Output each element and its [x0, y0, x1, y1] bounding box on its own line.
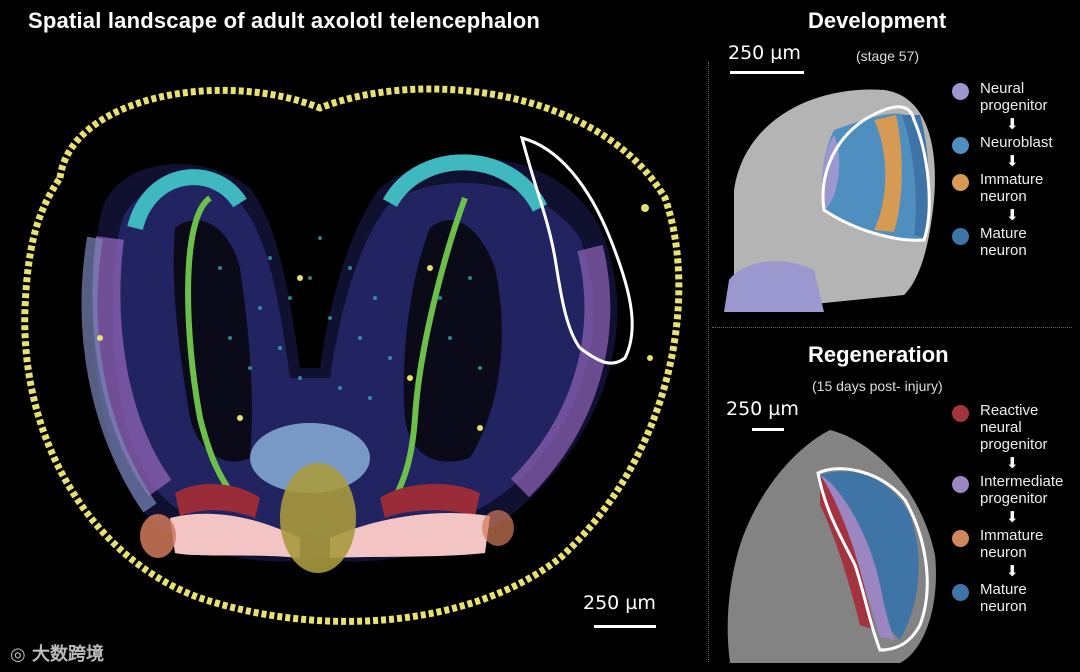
figure-title: Spatial landscape of adult axolotl telen…	[28, 8, 541, 33]
legend-item: Mature neuron	[948, 581, 1058, 615]
regeneration-inset-image	[727, 430, 936, 663]
legend-item: Intermediate progenitor	[948, 473, 1064, 507]
legend-label: progenitor	[980, 97, 1048, 114]
legend-swatch	[952, 137, 969, 154]
legend-label: Neuroblast	[980, 134, 1053, 151]
legend-item: Neuroblast	[948, 134, 1058, 154]
legend-label: neuron	[980, 598, 1027, 615]
arrow-down-icon: ⬇	[1006, 207, 1019, 224]
legend-label: neuron	[980, 544, 1027, 561]
legend-label: Immature	[980, 527, 1044, 544]
legend-label: Reactive	[980, 402, 1039, 419]
development-inset-image	[724, 89, 935, 312]
legend-item: Reactive neural progenitor	[948, 402, 1058, 453]
watermark-text: 大数跨境	[32, 644, 104, 665]
arrow-down-icon: ⬇	[1006, 563, 1019, 580]
arrow-down-icon: ⬇	[1006, 455, 1019, 472]
legend-label: progenitor	[980, 490, 1048, 507]
development-title: Development	[808, 8, 947, 33]
legend-item: Neural progenitor	[948, 80, 1058, 114]
legend-swatch	[952, 83, 969, 100]
arrow-down-icon: ⬇	[1006, 153, 1019, 170]
legend-label: Immature	[980, 171, 1044, 188]
arrow-down-icon: ⬇	[1006, 509, 1019, 526]
legend-item: Immature neuron	[948, 527, 1058, 561]
legend-label: Mature	[980, 225, 1027, 242]
legend-label: Intermediate	[980, 473, 1064, 490]
panel-divider-horizontal	[712, 327, 1072, 328]
development-legend: Neural progenitor ⬇ Neuroblast ⬇ Immatur…	[948, 80, 1058, 259]
legend-label: Neural	[980, 80, 1025, 97]
watermark-logo-icon: ◎	[10, 644, 26, 665]
development-scalebar-line	[730, 71, 804, 74]
legend-label: neural	[980, 419, 1022, 436]
regeneration-title: Regeneration	[808, 342, 949, 367]
legend-swatch	[952, 174, 969, 191]
legend-swatch	[952, 584, 969, 601]
telencephalon-section-image	[21, 85, 683, 625]
legend-swatch	[952, 530, 969, 547]
legend-label: Mature	[980, 581, 1027, 598]
legend-swatch	[952, 476, 969, 493]
legend-label: neuron	[980, 188, 1027, 205]
arrow-down-icon: ⬇	[1006, 116, 1019, 133]
development-scalebar-label: 250 µm	[728, 42, 801, 64]
regeneration-scalebar-label: 250 µm	[726, 398, 799, 420]
main-scalebar-line	[594, 625, 656, 628]
watermark: ◎ 大数跨境	[10, 640, 104, 666]
legend-item: Immature neuron	[948, 171, 1058, 205]
regeneration-scalebar-line	[752, 428, 784, 431]
legend-label: progenitor	[980, 436, 1048, 453]
legend-item: Mature neuron	[948, 225, 1058, 259]
legend-swatch	[952, 228, 969, 245]
legend-label: neuron	[980, 242, 1027, 259]
main-scalebar-label: 250 µm	[583, 592, 656, 614]
regeneration-legend: Reactive neural progenitor ⬇ Intermediat…	[948, 402, 1064, 615]
development-subtitle: (stage 57)	[856, 48, 920, 64]
panel-divider-vertical	[708, 62, 709, 662]
legend-swatch	[952, 405, 969, 422]
regeneration-subtitle: (15 days post- injury)	[812, 378, 943, 394]
